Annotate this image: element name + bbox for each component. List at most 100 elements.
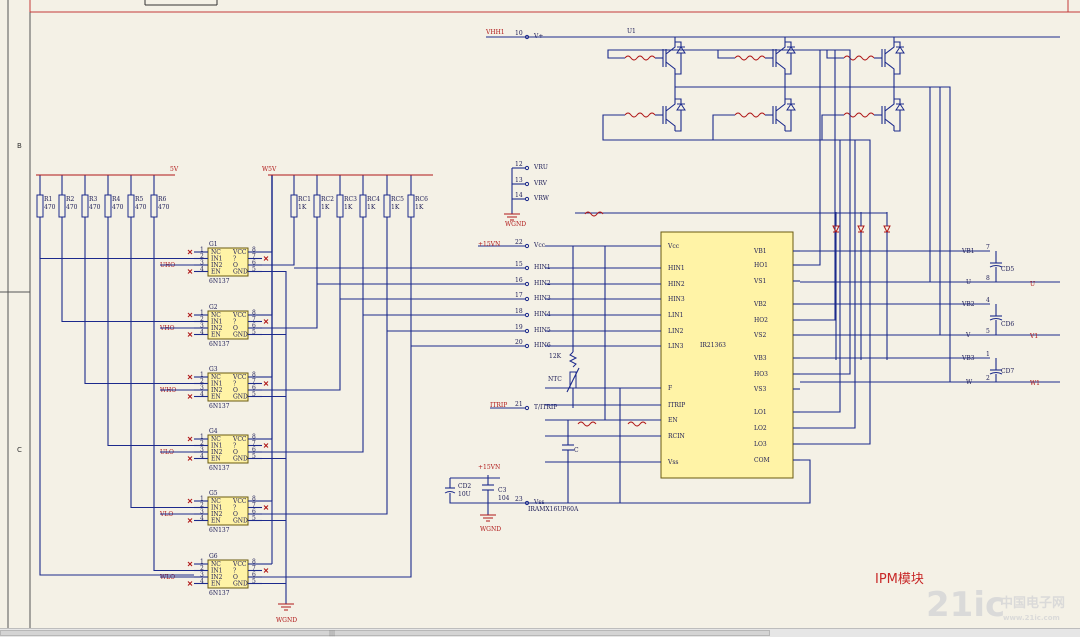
ntc-label: NTC xyxy=(548,376,562,383)
chip-right-pin: LO1 xyxy=(754,409,767,416)
opto-pin-name: NC xyxy=(211,312,221,319)
cd6-ref: CD6 xyxy=(1001,321,1014,328)
ipm-pin-number: 18 xyxy=(515,308,523,315)
ipm-driver-chip[interactable]: IR21363VccHIN1HIN2HIN3LIN1LIN2LIN3FITRIP… xyxy=(545,231,800,479)
resistor-ref: RC2 xyxy=(321,196,334,203)
chip-right-pin: HO1 xyxy=(754,262,768,269)
resistor-body xyxy=(383,194,391,218)
opto-pin-name: GND xyxy=(233,332,248,339)
opto-pin-num: 8 xyxy=(252,559,256,566)
opto-pin-name: IN2 xyxy=(211,511,223,518)
opto-pin-name: ? xyxy=(233,381,236,388)
freewheel-diode xyxy=(676,103,686,111)
output-pullup-wire xyxy=(262,230,388,515)
opto-pin-num: 6 xyxy=(252,572,256,579)
resistor-value: 1K xyxy=(367,204,376,211)
resistor-body xyxy=(313,194,321,218)
no-connect-mark xyxy=(263,568,269,573)
ipm-pin-number: 23 xyxy=(515,496,523,503)
ipm-part-number: IRAMX16UP60A xyxy=(528,506,579,513)
opto-part: 6N137 xyxy=(209,403,230,410)
diode-wire xyxy=(894,41,901,47)
no-connect-mark xyxy=(187,312,193,318)
output-pullup-wire xyxy=(262,230,341,391)
ipm-pin-dot xyxy=(524,405,530,411)
ipm-pin-dot xyxy=(524,312,530,318)
ipm-pin-name: HIN2 xyxy=(534,280,551,287)
resistor-body xyxy=(407,194,415,218)
out-pin-name: VB1 xyxy=(961,248,975,255)
out-pin-name: U xyxy=(966,279,971,286)
igbt-collector xyxy=(884,99,895,112)
opto-pin-num: 3 xyxy=(200,447,204,454)
igbt-emitter xyxy=(775,118,786,131)
out-pin-number: 4 xyxy=(986,297,990,304)
net-label-15vn-top: +15VN xyxy=(478,241,500,248)
opto-pin-num: 6 xyxy=(252,260,256,267)
ipm-ref-u1: U1 xyxy=(627,28,636,35)
opto-pin-name: O xyxy=(233,387,238,394)
resistor-body xyxy=(359,194,367,218)
opto-pin-num: 4 xyxy=(200,391,204,398)
ho-route-wire xyxy=(607,49,821,266)
chip-right-pin: VS3 xyxy=(753,386,766,393)
no-connect-mark xyxy=(187,456,193,461)
resistor-body xyxy=(104,194,112,218)
opto-pin-num: 7 xyxy=(252,502,256,509)
input-resistor-wire xyxy=(61,230,194,323)
igbt-bridge xyxy=(575,37,905,445)
opto-pin-name: EN xyxy=(211,332,221,339)
opto-pin-num: 5 xyxy=(252,266,256,273)
ipm-pin-dot xyxy=(524,243,530,249)
opto-body xyxy=(207,434,249,464)
opto-body xyxy=(207,559,249,589)
ipm-pin-dot xyxy=(524,281,530,287)
gate-resistor xyxy=(624,55,656,61)
gate-resistor xyxy=(734,55,766,61)
scrollbar-thumb[interactable]: ||| xyxy=(0,630,770,637)
opto-ref: G3 xyxy=(209,366,218,373)
resistor-body xyxy=(336,194,344,218)
ipm-pin-dot xyxy=(524,343,530,349)
opto-pin-num: 2 xyxy=(200,565,204,572)
out-pin-number: 1 xyxy=(986,351,990,358)
gate-resistor xyxy=(734,112,766,118)
opto-pin-num: 1 xyxy=(200,496,204,503)
opto-pin-num: 3 xyxy=(200,260,204,267)
opto-pin-name: IN2 xyxy=(211,574,223,581)
opto-pin-name: VCC xyxy=(232,561,247,568)
ipm-pin-number: 16 xyxy=(515,277,523,284)
resistor-value: 470 xyxy=(112,204,124,211)
ground-symbol xyxy=(278,603,294,611)
output-pullup-wire xyxy=(262,230,364,453)
igbt-collector xyxy=(775,99,786,112)
chip-left-pin: Vss xyxy=(667,459,679,466)
chip-left-pin: LIN2 xyxy=(668,328,684,335)
opto-pin-num: 7 xyxy=(252,316,256,323)
resistor-ref: R3 xyxy=(89,196,98,203)
opto-pin-name: IN2 xyxy=(211,387,223,394)
ipm-pin-dot xyxy=(524,181,530,187)
opto-body xyxy=(207,496,249,526)
no-connect-mark xyxy=(187,518,193,523)
opto-pin-num: 6 xyxy=(252,385,256,392)
resistor-value: 470 xyxy=(158,204,170,211)
opto-pin-name: IN1 xyxy=(211,443,222,450)
opto-pin-num: 2 xyxy=(200,502,204,509)
freewheel-diode xyxy=(895,46,905,54)
opto-pin-num: 1 xyxy=(200,434,204,441)
out-pin-name: V xyxy=(965,332,971,339)
diode-wire xyxy=(785,98,792,104)
opto-pin-name: O xyxy=(233,325,238,332)
chip-right-pin: VB3 xyxy=(753,355,767,362)
igbt-emitter xyxy=(775,61,786,74)
watermark: 21ic 中国电子网 www.21ic.com xyxy=(926,585,1065,625)
output-label-u: U xyxy=(1030,281,1035,288)
chip-right-pin: HO3 xyxy=(754,371,768,378)
zone-label-c: C xyxy=(17,446,22,454)
cap-plate-curved xyxy=(989,372,1003,375)
input-resistor-wire xyxy=(130,230,194,509)
